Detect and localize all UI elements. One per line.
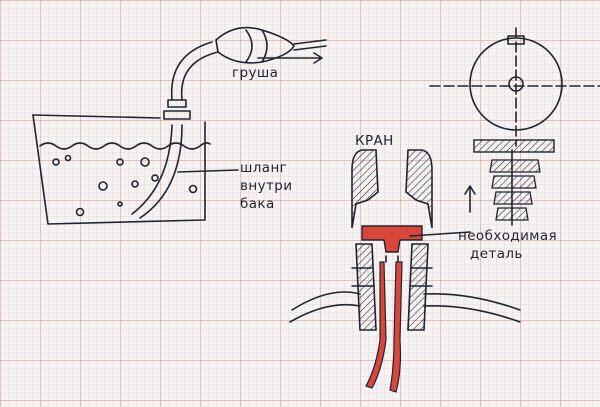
valve-cross-section: [289, 149, 521, 393]
part-label-line1: необходимая: [458, 228, 557, 244]
red-tube-left: [365, 261, 387, 389]
part-top-view: [429, 27, 600, 147]
hose-to-bulb: [170, 41, 213, 101]
valve-housing-left: [351, 149, 379, 229]
required-part-red: [361, 225, 423, 253]
part-label-line2: деталь: [470, 246, 523, 262]
valve-label: КРАН: [355, 133, 394, 149]
valve-stem-right: [407, 243, 429, 331]
tank-fitting: [167, 99, 187, 108]
tank-diagram: [32, 26, 327, 225]
valve-housing-right: [405, 149, 433, 229]
bubbles: [52, 154, 198, 217]
hose-label-line2: внутри: [240, 178, 292, 194]
hose-in-tank: [131, 124, 173, 215]
hose-label-line3: бака: [240, 196, 275, 212]
valve-stem-left: [355, 243, 377, 331]
part-disc: [469, 37, 563, 131]
outflow-arrow: [257, 52, 323, 64]
part-flange: [473, 139, 555, 153]
hose-label-line1: шланг: [240, 160, 287, 176]
part-side-view: [464, 139, 555, 226]
part-arrow: [464, 185, 476, 213]
sink-plate: [289, 291, 361, 323]
water-surface: [39, 142, 211, 150]
red-tube-right: [389, 261, 403, 393]
rubber-bulb: [215, 26, 295, 64]
bulb-label: груша: [232, 65, 278, 81]
